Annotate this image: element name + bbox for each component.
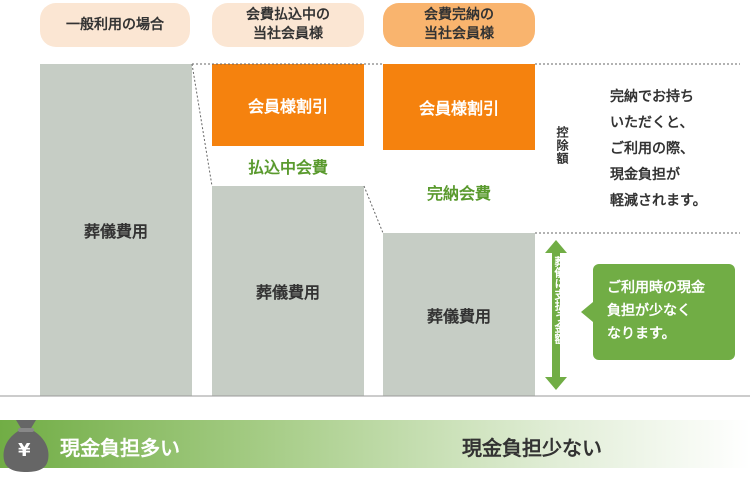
more-cash-burden-label: 現金負担多い: [60, 436, 180, 460]
yen-symbol: ¥: [18, 440, 31, 461]
col2-funeral-cost: 葬儀費用: [212, 186, 364, 396]
header-general: 一般利用の場合: [40, 3, 190, 47]
cash-burden-scale: [0, 420, 750, 468]
col2-paying-fee: 払込中会費: [212, 146, 364, 186]
col2-funeral-cost-label: 葬儀費用: [255, 283, 320, 302]
header-paid-members: 会費完納の 当社会員様: [383, 3, 535, 47]
less-cash-burden-label: 現金負担少ない: [462, 436, 602, 460]
col3-funeral-cost-label: 葬儀費用: [426, 306, 491, 326]
col2-member-discount-label: 会員様割引: [247, 97, 328, 116]
header-paying-members: 会費払込中の 当社会員様: [212, 3, 364, 47]
payment-amount-label: 葬儀に支払う金額: [553, 256, 566, 344]
col3-paid-fee: 完納会費: [383, 150, 535, 233]
money-bag-icon: ¥: [0, 416, 52, 474]
connector-col2-col3: [363, 185, 384, 234]
callout-pointer: [581, 302, 593, 322]
col3-member-discount-label: 会員様割引: [418, 99, 499, 118]
col2-paying-fee-label: 払込中会費: [247, 158, 328, 177]
col2-member-discount: 会員様割引: [212, 64, 364, 146]
col3-paid-fee-label: 完納会費: [426, 183, 491, 203]
col1-funeral-cost-label: 葬儀費用: [83, 222, 148, 241]
connector-col1-col2: [191, 63, 213, 187]
col3-funeral-cost: 葬儀費用: [383, 233, 535, 396]
reduced-burden-callout: ご利用時の現金 負担が少なく なります。: [593, 264, 735, 360]
deduction-label: 控除額: [555, 126, 569, 165]
col1-funeral-cost: 葬儀費用: [40, 64, 192, 396]
reduction-note: 完納でお持ち いただくと、 ご利用の際、 現金負担が 軽減されます。: [610, 89, 707, 209]
col3-member-discount: 会員様割引: [383, 64, 535, 150]
